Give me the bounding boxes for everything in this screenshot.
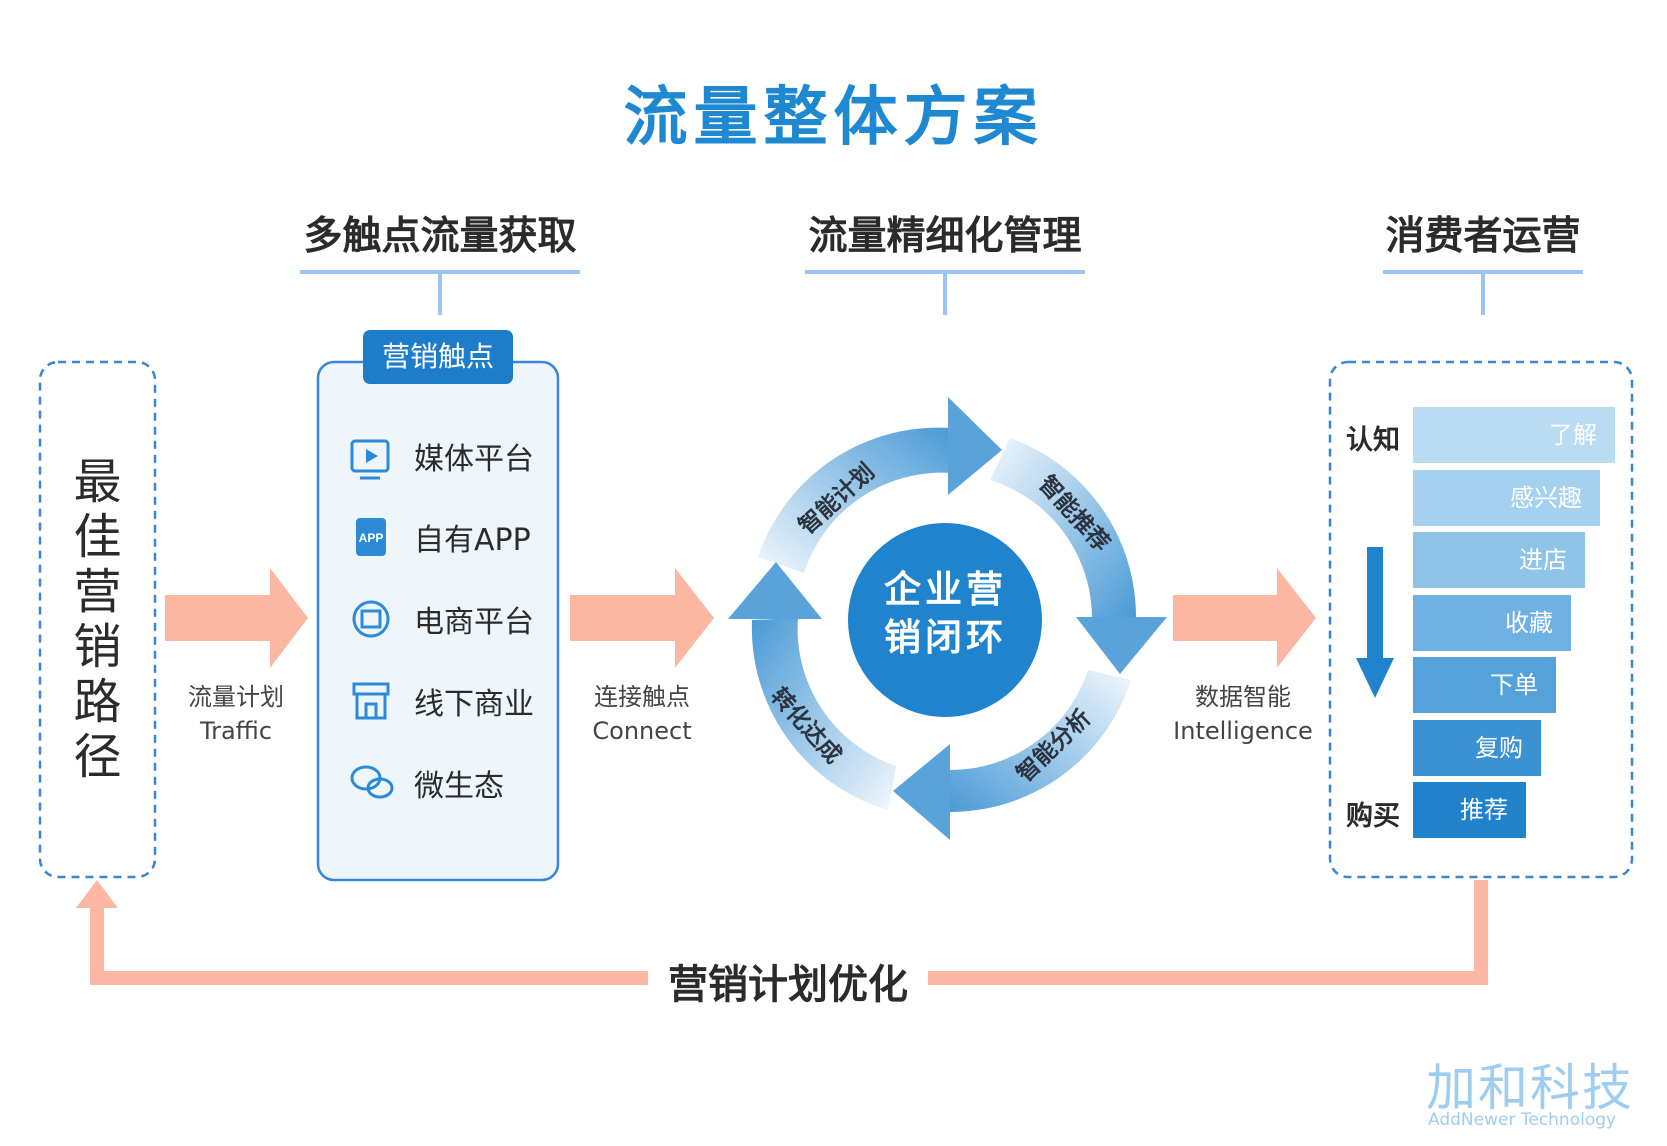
intel-arrow <box>1173 568 1316 668</box>
arc-convert <box>751 618 896 810</box>
best-path-label: 最 佳 营 销 路 径 <box>40 455 155 785</box>
funnel-stage: 下单 <box>1413 657 1556 713</box>
touchpoint-badge: 营销触点 <box>363 330 513 384</box>
connect-label-en: Connect <box>592 717 692 745</box>
connect-label: 连接触点 Connect <box>547 680 737 748</box>
touchpoint-offline: 线下商业 <box>350 676 570 726</box>
connect-arrow <box>570 568 714 668</box>
center-line: 销闭环 <box>884 616 1007 659</box>
intel-label: 数据智能 Intelligence <box>1148 680 1338 748</box>
touchpoint-label: 线下商业 <box>414 687 534 722</box>
section-brackets <box>300 270 1583 315</box>
touchpoint-app: 自有APP <box>350 512 570 562</box>
touchpoint-ecommerce: 电商平台 <box>350 594 570 644</box>
path-char: 径 <box>73 729 122 785</box>
svg-text:APP: APP <box>359 531 384 545</box>
loop-arrowhead <box>76 880 118 908</box>
center-line: 企业营 <box>884 568 1007 611</box>
traffic-arrow <box>165 568 308 668</box>
app-icon: APP <box>356 518 386 556</box>
company-logo-text: 加和科技 <box>1426 1059 1634 1117</box>
funnel-stage: 感兴趣 <box>1413 470 1600 526</box>
touchpoint-label: 自有APP <box>414 523 531 558</box>
store-icon <box>352 682 390 720</box>
funnel-stage: 收藏 <box>1413 595 1571 651</box>
path-char: 最 <box>73 454 122 510</box>
touchpoint-label: 媒体平台 <box>414 442 534 477</box>
intel-label-cn: 数据智能 <box>1195 683 1291 711</box>
path-char: 营 <box>73 564 122 620</box>
wechat-icon <box>350 765 394 799</box>
funnel-down-arrow <box>1356 547 1394 698</box>
path-char: 路 <box>73 674 122 730</box>
touchpoint-media: 媒体平台 <box>350 431 570 481</box>
company-logo-subtext: AddNewer Technology <box>1428 1110 1617 1130</box>
optimization-label: 营销计划优化 <box>648 952 928 1010</box>
touchpoint-label: 电商平台 <box>414 605 534 640</box>
traffic-label-en: Traffic <box>199 717 273 745</box>
center-circle <box>848 523 1042 717</box>
funnel-stage: 推荐 <box>1413 782 1526 838</box>
path-char: 佳 <box>73 509 122 565</box>
path-char: 销 <box>73 619 122 675</box>
traffic-label: 流量计划 Traffic <box>141 680 331 748</box>
funnel-stage: 进店 <box>1413 532 1585 588</box>
arc-recommend-head <box>1076 617 1167 674</box>
arc-plan-head <box>948 397 1002 495</box>
arc-plan <box>758 427 952 573</box>
arc-convert-head <box>728 562 822 619</box>
funnel-stage: 复购 <box>1413 720 1541 776</box>
funnel-bottom-label: 购买 <box>1346 801 1400 832</box>
cycle-ring <box>728 397 1167 840</box>
connect-label-cn: 连接触点 <box>594 683 690 711</box>
arc-recommend <box>990 438 1136 620</box>
touchpoint-wechat: 微生态 <box>350 758 570 808</box>
arc-analyze-head <box>893 744 950 840</box>
film-icon <box>352 600 390 638</box>
funnel-stage: 了解 <box>1413 407 1615 463</box>
video-play-icon <box>350 439 390 480</box>
touchpoint-label: 微生态 <box>414 769 504 804</box>
funnel-top-label: 认知 <box>1346 425 1400 456</box>
section-title-operate: 消费者运营 <box>1385 214 1581 259</box>
page-title: 流量整体方案 <box>623 81 1044 155</box>
section-title-acquire: 多触点流量获取 <box>303 214 577 259</box>
arc-analyze <box>948 670 1131 813</box>
cycle-center-label: 企业营 销闭环 <box>848 566 1043 662</box>
intel-label-en: Intelligence <box>1173 717 1313 745</box>
section-title-manage: 流量精细化管理 <box>808 214 1082 259</box>
traffic-label-cn: 流量计划 <box>188 683 284 711</box>
funnel-box <box>1328 360 1634 879</box>
